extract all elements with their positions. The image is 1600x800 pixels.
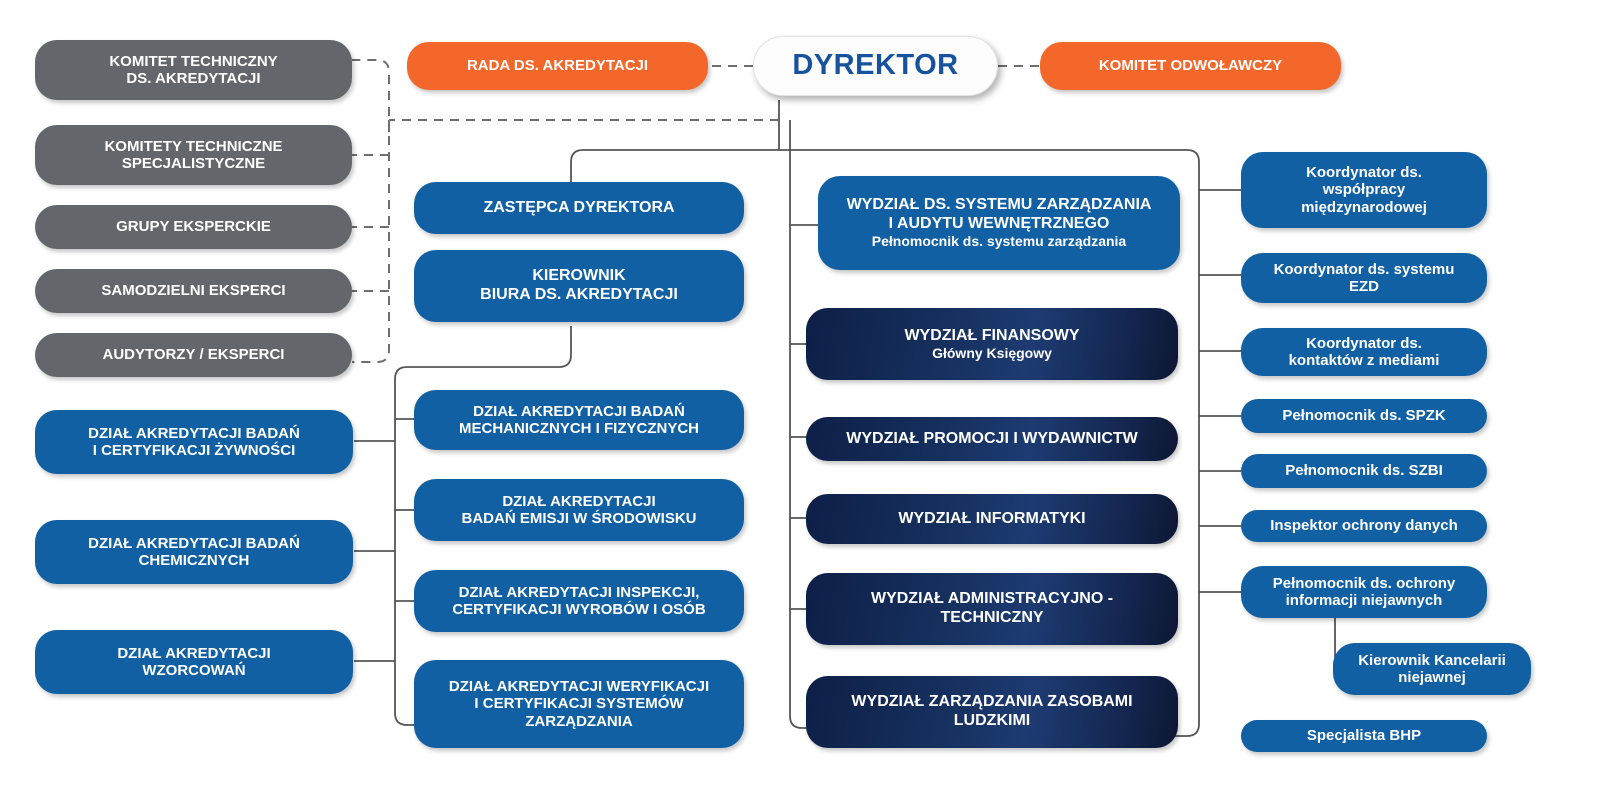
advisory-box-samodzielni-eksperci[interactable]: SAMODZIELNI EKSPERCI: [35, 269, 352, 313]
box-wydzial-administracyjno-techniczny[interactable]: WYDZIAŁ ADMINISTRACYJNO - TECHNICZNY: [806, 573, 1178, 645]
komitet-odwolawczy-label: KOMITET ODWOŁAWCZY: [1098, 57, 1283, 75]
box-wydzial-systemu-zarzadzania[interactable]: WYDZIAŁ DS. SYSTEMU ZARZĄDZANIA I AUDYTU…: [818, 176, 1180, 270]
dzial-mid-label-line2: BADAŃ EMISJI W ŚRODOWISKU: [461, 510, 697, 527]
box-dyrektor[interactable]: DYREKTOR: [753, 36, 998, 96]
advisory-label-line1: AUDYTORZY / EKSPERCI: [102, 346, 285, 364]
staff-sub-label-line2: niejawnej: [1398, 669, 1466, 686]
staff-label-line1: Specjalista BHP: [1306, 727, 1422, 745]
box-dzial-mechanicznych[interactable]: DZIAŁ AKREDYTACJI BADAŃ MECHANICZNYCH I …: [414, 390, 744, 450]
advisory-box-grupy-eksperckie[interactable]: GRUPY EKSPERCKIE: [35, 205, 352, 249]
advisory-box-komitety-specjalistyczne[interactable]: KOMITETY TECHNICZNE SPECJALISTYCZNE: [35, 125, 352, 185]
dzial-left-label-line2: CHEMICZNYCH: [138, 552, 250, 569]
box-wydzial-zasobami-ludzkimi[interactable]: WYDZIAŁ ZARZĄDZANIA ZASOBAMI LUDZKIMI: [806, 676, 1178, 748]
box-dzial-chemicznych[interactable]: DZIAŁ AKREDYTACJI BADAŃ CHEMICZNYCH: [35, 520, 353, 584]
wydzial-label-line1: WYDZIAŁ FINANSOWY: [904, 326, 1080, 344]
staff-sub-label-line1: Kierownik Kancelarii: [1358, 651, 1506, 669]
box-specjalista-bhp[interactable]: Specjalista BHP: [1241, 720, 1487, 752]
advisory-label-line2: DS. AKREDYTACJI: [126, 70, 261, 87]
staff-label-line1: Koordynator ds.: [1306, 334, 1422, 352]
box-wydzial-informatyki[interactable]: WYDZIAŁ INFORMATYKI: [806, 494, 1178, 544]
box-kierownik-kancelarii-niejawnej[interactable]: Kierownik Kancelarii niejawnej: [1333, 643, 1531, 695]
dzial-left-label-line1: DZIAŁ AKREDYTACJI: [117, 644, 271, 662]
wydzial-label-line1: WYDZIAŁ ADMINISTRACYJNO -: [870, 590, 1114, 608]
dzial-left-label-line2: I CERTYFIKACJI ŻYWNOŚCI: [92, 442, 296, 459]
advisory-label-line1: KOMITETY TECHNICZNE: [104, 137, 283, 155]
dzial-left-label-line2: WZORCOWAŃ: [142, 662, 246, 679]
staff-label-line1: Koordynator ds.: [1306, 163, 1422, 181]
box-pelnomocnik-szbi[interactable]: Pełnomocnik ds. SZBI: [1241, 454, 1487, 488]
rada-label: RADA DS. AKREDYTACJI: [466, 57, 649, 75]
wydzial-label-line2: TECHNICZNY: [940, 609, 1044, 626]
box-wydzial-finansowy[interactable]: WYDZIAŁ FINANSOWY Główny Księgowy: [806, 308, 1178, 380]
dzial-mid-label-line2: CERTYFIKACJI WYROBÓW I OSÓB: [452, 601, 706, 618]
staff-label-line2: współpracy: [1322, 181, 1406, 199]
wydzial-label-line1: WYDZIAŁ INFORMATYKI: [898, 509, 1086, 527]
wydzial-subtitle: Główny Księgowy: [932, 345, 1052, 362]
dzial-mid-label-line1: DZIAŁ AKREDYTACJI BADAŃ: [473, 402, 685, 420]
dyrektor-label: DYREKTOR: [792, 49, 959, 82]
advisory-label-line2: SPECJALISTYCZNE: [121, 155, 266, 172]
dzial-mid-label-line2: MECHANICZNYCH I FIZYCZNYCH: [459, 420, 699, 437]
staff-label-line1: Pełnomocnik ds. ochrony: [1272, 574, 1456, 592]
dzial-mid-label-line1: DZIAŁ AKREDYTACJI INSPEKCJI,: [458, 583, 700, 601]
staff-label-line1: Pełnomocnik ds. SPZK: [1282, 407, 1446, 425]
wydzial-label-line2: I AUDYTU WEWNĘTRZNEGO: [888, 214, 1110, 232]
staff-label-line1: Koordynator ds. systemu: [1273, 260, 1455, 278]
staff-label-line1: Inspektor ochrony danych: [1270, 517, 1458, 535]
dzial-mid-label-line2: I CERTYFIKACJI SYSTEMÓW: [474, 695, 684, 713]
box-koordynator-ezd[interactable]: Koordynator ds. systemu EZD: [1241, 253, 1487, 303]
wydzial-label-line1: WYDZIAŁ DS. SYSTEMU ZARZĄDZANIA: [846, 196, 1152, 214]
advisory-label-line1: KOMITET TECHNICZNY: [109, 52, 278, 70]
advisory-label-line1: GRUPY EKSPERCKIE: [116, 218, 271, 236]
advisory-box-audytorzy-eksperci[interactable]: AUDYTORZY / EKSPERCI: [35, 333, 352, 377]
box-komitet-odwolawczy[interactable]: KOMITET ODWOŁAWCZY: [1040, 42, 1341, 90]
box-dzial-zywnosci[interactable]: DZIAŁ AKREDYTACJI BADAŃ I CERTYFIKACJI Ż…: [35, 410, 353, 474]
staff-label-line1: Pełnomocnik ds. SZBI: [1285, 462, 1443, 480]
box-wydzial-promocji[interactable]: WYDZIAŁ PROMOCJI I WYDAWNICTW: [806, 417, 1178, 461]
box-rada-ds-akredytacji[interactable]: RADA DS. AKREDYTACJI: [407, 42, 708, 90]
advisory-label-line1: SAMODZIELNI EKSPERCI: [101, 282, 286, 300]
staff-label-line2: kontaktów z mediami: [1288, 352, 1440, 369]
kierownik-label-line1: KIEROWNIK: [532, 267, 626, 285]
box-kierownik-biura[interactable]: KIEROWNIK BIURA DS. AKREDYTACJI: [414, 250, 744, 322]
dzial-mid-label-line1: DZIAŁ AKREDYTACJI WERYFIKACJI: [448, 677, 710, 695]
wydzial-label-line2: LUDZKIMI: [953, 712, 1031, 729]
kierownik-label-line2: BIURA DS. AKREDYTACJI: [480, 286, 678, 303]
dzial-mid-label-line1: DZIAŁ AKREDYTACJI: [502, 492, 656, 510]
dzial-left-label-line1: DZIAŁ AKREDYTACJI BADAŃ: [88, 534, 300, 552]
dash-spine-vertical: [352, 120, 390, 363]
line-to-deputy: [570, 149, 779, 182]
wydzial-label-line1: WYDZIAŁ ZARZĄDZANIA ZASOBAMI: [851, 693, 1133, 711]
dzial-left-label-line1: DZIAŁ AKREDYTACJI BADAŃ: [88, 424, 300, 442]
zastepca-label: ZASTĘPCA DYREKTORA: [483, 198, 675, 216]
dzial-mid-label-line3: ZARZĄDZANIA: [525, 712, 633, 730]
box-pelnomocnik-ochrony-informacji[interactable]: Pełnomocnik ds. ochrony informacji nieja…: [1241, 566, 1487, 618]
box-koordynator-wspolpracy-miedzynarodowej[interactable]: Koordynator ds. współpracy międzynarodow…: [1241, 152, 1487, 228]
advisory-box-komitet-techniczny[interactable]: KOMITET TECHNICZNY DS. AKREDYTACJI: [35, 40, 352, 100]
staff-label-line2: EZD: [1349, 278, 1379, 295]
box-inspektor-ochrony-danych[interactable]: Inspektor ochrony danych: [1241, 510, 1487, 542]
box-dzial-wzorcowan[interactable]: DZIAŁ AKREDYTACJI WZORCOWAŃ: [35, 630, 353, 694]
staff-label-line2: informacji niejawnych: [1285, 592, 1443, 609]
wydzial-subtitle: Pełnomocnik ds. systemu zarządzania: [871, 233, 1127, 250]
box-koordynator-mediow[interactable]: Koordynator ds. kontaktów z mediami: [1241, 328, 1487, 376]
staff-label-line3: międzynarodowej: [1301, 198, 1427, 216]
wydzial-label-line1: WYDZIAŁ PROMOCJI I WYDAWNICTW: [846, 429, 1138, 447]
box-pelnomocnik-spzk[interactable]: Pełnomocnik ds. SPZK: [1241, 399, 1487, 433]
box-dzial-inspekcji[interactable]: DZIAŁ AKREDYTACJI INSPEKCJI, CERTYFIKACJ…: [414, 570, 744, 632]
box-dzial-weryfikacji[interactable]: DZIAŁ AKREDYTACJI WERYFIKACJI I CERTYFIK…: [414, 660, 744, 748]
box-dzial-emisji[interactable]: DZIAŁ AKREDYTACJI BADAŃ EMISJI W ŚRODOWI…: [414, 479, 744, 541]
dash-stub-1: [352, 59, 390, 132]
box-zastepca-dyrektora[interactable]: ZASTĘPCA DYREKTORA: [414, 182, 744, 234]
